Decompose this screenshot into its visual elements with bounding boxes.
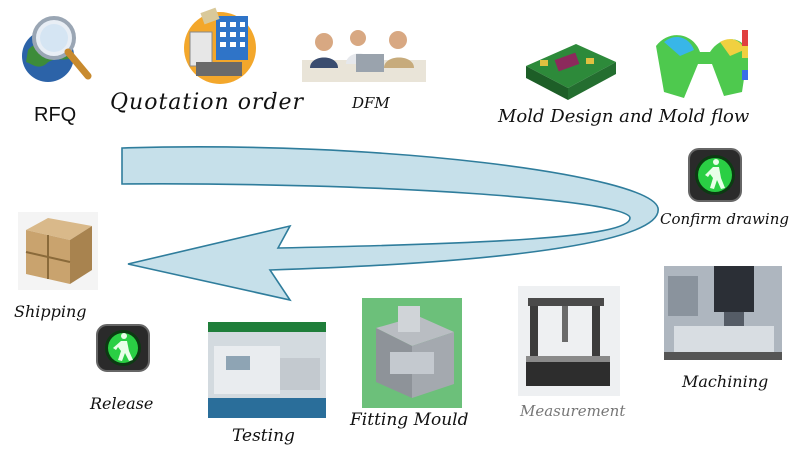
mold-flow-icon	[650, 22, 758, 102]
wooden-crate-icon	[18, 212, 98, 290]
step-label-machining: Machining	[682, 372, 769, 391]
step-label-dfm: DFM	[352, 94, 390, 112]
step-label-release: Release	[90, 394, 154, 413]
bank-document-icon	[176, 4, 268, 86]
cnc-machine-icon	[664, 266, 782, 360]
injection-machine-icon	[208, 322, 326, 418]
green-walk-signal-icon	[96, 324, 150, 372]
mould-assembly-icon	[362, 298, 462, 408]
step-label-mold-design: Mold Design and Mold flow	[498, 106, 750, 127]
globe-magnifier-icon	[18, 10, 92, 90]
step-label-fitting: Fitting Mould	[350, 410, 469, 430]
step-label-quotation: Quotation order	[110, 90, 305, 115]
step-label-measurement: Measurement	[520, 402, 626, 420]
green-walk-signal-icon	[688, 148, 742, 202]
step-label-rfq: RFQ	[34, 104, 77, 126]
mold-cad-icon	[520, 36, 620, 102]
step-label-testing: Testing	[232, 426, 295, 446]
cmm-machine-icon	[518, 286, 620, 396]
business-meeting-icon	[302, 24, 426, 82]
step-label-shipping: Shipping	[14, 302, 87, 321]
step-label-confirm: Confirm drawing	[660, 210, 789, 228]
